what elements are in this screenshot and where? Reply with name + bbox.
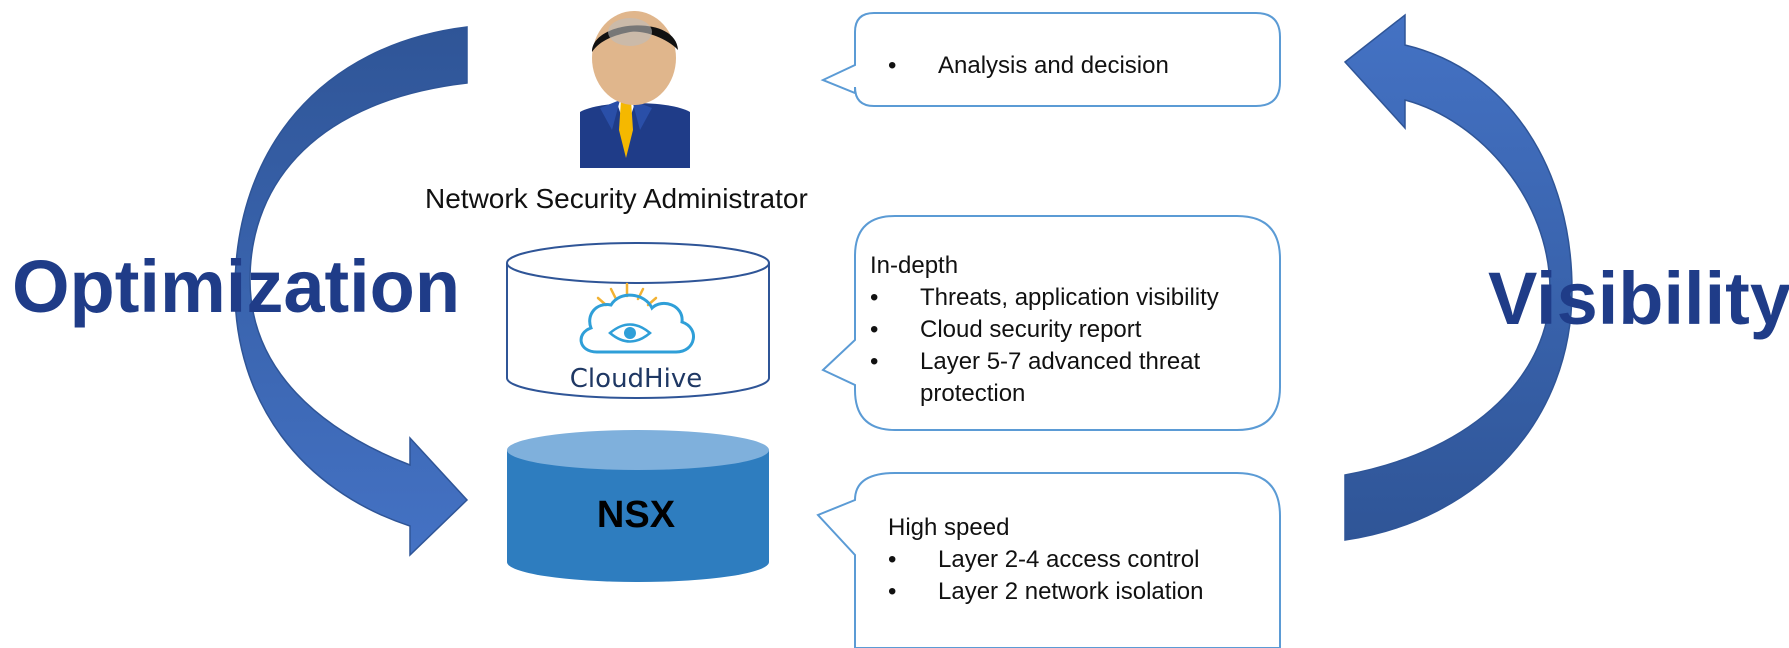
callout-item: Layer 2 network isolation xyxy=(888,576,1203,608)
callout-item: Threats, application visibility xyxy=(870,282,1270,314)
visibility-label: Visibility xyxy=(1488,257,1789,340)
callout-in-depth-list: Threats, application visibility Cloud se… xyxy=(870,282,1270,410)
callout-high-speed-list: Layer 2-4 access control Layer 2 network… xyxy=(888,544,1203,608)
callout-high-speed-text: High speed Layer 2-4 access control Laye… xyxy=(888,512,1203,608)
callout-item: Layer 5-7 advanced threat protection xyxy=(870,346,1240,410)
cloudhive-cylinder xyxy=(506,242,770,399)
administrator-caption: Network Security Administrator xyxy=(425,183,808,214)
visibility-arrow xyxy=(1343,13,1573,541)
callout-item: Analysis and decision xyxy=(888,50,1169,82)
nsx-cylinder xyxy=(507,430,769,582)
administrator-icon xyxy=(580,11,690,168)
callout-item: Cloud security report xyxy=(870,314,1270,346)
optimization-arrow xyxy=(234,26,469,557)
optimization-label: Optimization xyxy=(12,245,461,328)
callout-in-depth-text: In-depth Threats, application visibility… xyxy=(870,250,1270,410)
callout-decision-text: Analysis and decision xyxy=(888,50,1169,82)
nsx-label: NSX xyxy=(596,494,676,536)
callout-heading: In-depth xyxy=(870,252,959,279)
callout-item: Layer 2-4 access control xyxy=(888,544,1203,576)
cloud-eye-icon xyxy=(579,282,695,354)
callout-heading: High speed xyxy=(888,514,1010,541)
cloudhive-label: CloudHive xyxy=(569,364,703,394)
callout-decision-list: Analysis and decision xyxy=(888,50,1169,82)
